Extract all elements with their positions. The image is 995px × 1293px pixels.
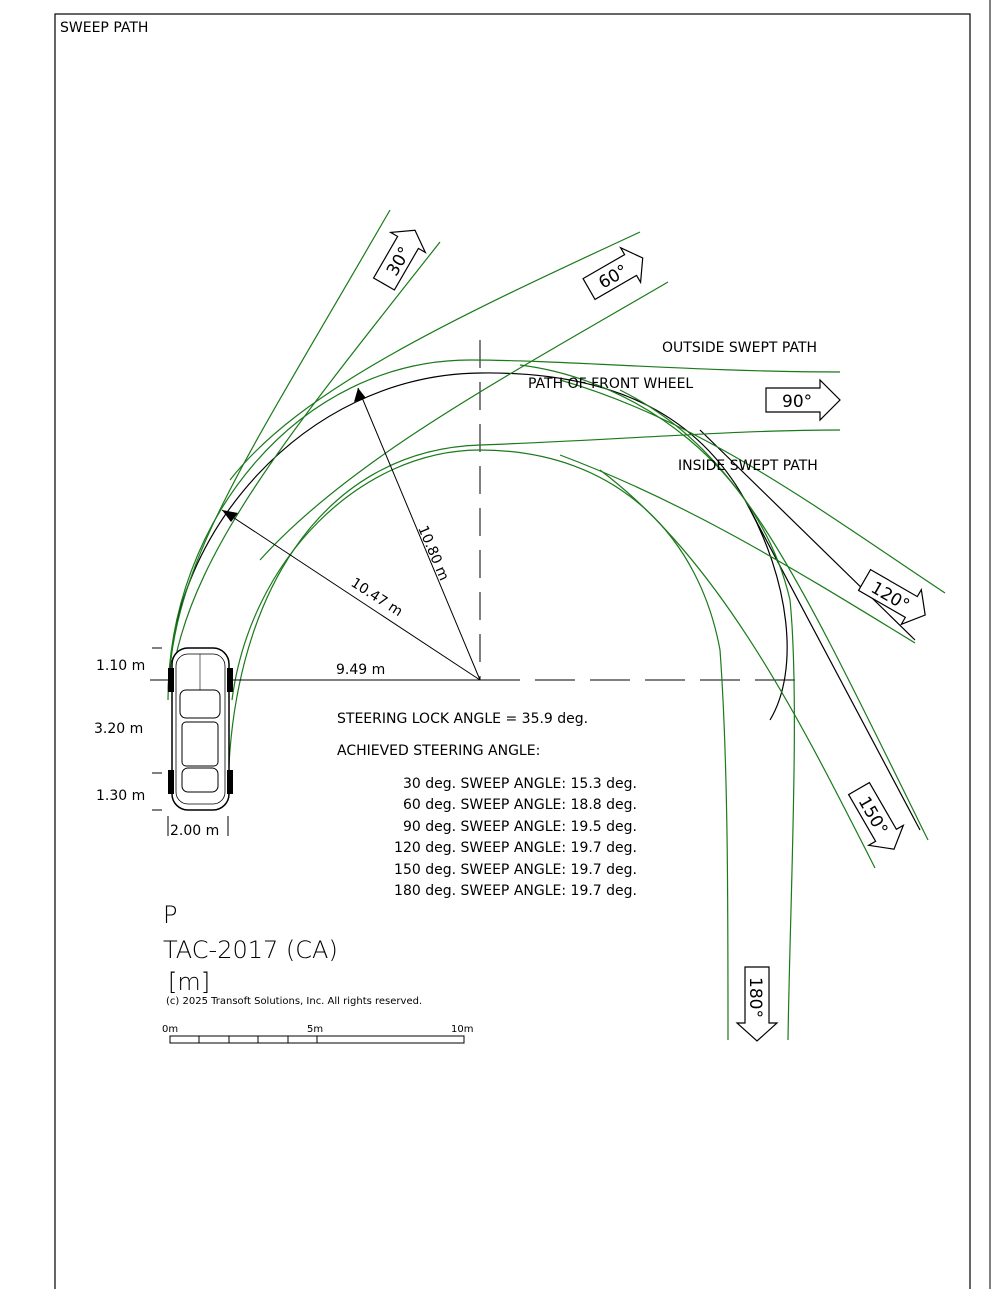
sweep-angle-row: 150 deg. SWEEP ANGLE: 19.7 deg. <box>394 862 637 878</box>
vehicle-icon <box>168 647 233 811</box>
inside-swept-path-90 <box>227 429 841 801</box>
scale-label-5: 5m <box>307 1024 323 1035</box>
svg-text:90°: 90° <box>782 392 812 412</box>
swept-path-60-inner <box>259 281 669 561</box>
angle-marker-180: 180° <box>735 966 779 1042</box>
copyright-notice: (c) 2025 Transoft Solutions, Inc. All ri… <box>166 996 422 1007</box>
wheelbase-label: 3.20 m <box>94 721 143 737</box>
angle-marker-60: 60° <box>582 246 644 301</box>
inside-swept-path-150 <box>599 469 876 869</box>
radius-arrow-front <box>222 510 238 522</box>
sweep-angle-row: 120 deg. SWEEP ANGLE: 19.7 deg. <box>394 840 637 856</box>
sweep-angle-table: 30 deg. SWEEP ANGLE: 15.3 deg. 60 deg. S… <box>394 776 637 899</box>
outside-swept-path-30-inner <box>174 241 441 661</box>
angle-marker-120: 120° <box>857 568 926 626</box>
radius-line-front <box>221 509 481 681</box>
outside-swept-path-120 <box>559 379 946 594</box>
front-wheel-path <box>169 372 788 721</box>
drawing-title: SWEEP PATH <box>60 20 148 36</box>
vehicle-width-label: 2.00 m <box>170 823 219 839</box>
steering-lock-angle: STEERING LOCK ANGLE = 35.9 deg. <box>337 711 588 727</box>
achieved-steering-heading: ACHIEVED STEERING ANGLE: <box>337 743 540 759</box>
sweep-angle-row: 60 deg. SWEEP ANGLE: 18.8 deg. <box>403 797 637 813</box>
inside-swept-path-120 <box>559 454 916 644</box>
vehicle-units: [m] <box>168 968 210 996</box>
radius-arrow-outer <box>354 388 366 402</box>
angle-marker-30: 30° <box>372 229 427 291</box>
radius-outer-label: 10.80 m <box>414 523 451 583</box>
rear-overhang-label: 1.30 m <box>96 788 145 804</box>
outside-swept-path-150 <box>619 389 929 841</box>
scale-label-0: 0m <box>162 1024 178 1035</box>
front-wheel-path-label: PATH OF FRONT WHEEL <box>528 376 693 392</box>
angle-marker-150: 150° <box>847 781 905 850</box>
scale-bar: 0m 5m 10m <box>162 1024 473 1044</box>
outside-swept-path-label: OUTSIDE SWEPT PATH <box>662 340 817 356</box>
front-wheel-exit-120 <box>699 429 916 641</box>
inside-swept-path-label: INSIDE SWEPT PATH <box>678 458 818 474</box>
outside-swept-path-30 <box>167 209 391 691</box>
outside-swept-path-180 <box>519 364 795 1041</box>
front-wheel-exit-150 <box>744 499 921 831</box>
swept-path-60-outer <box>229 231 641 481</box>
sweep-angle-row: 30 deg. SWEEP ANGLE: 15.3 deg. <box>403 776 637 792</box>
page-border <box>54 13 971 1293</box>
scale-label-10: 10m <box>451 1024 473 1035</box>
vehicle-code: P <box>163 901 177 929</box>
svg-text:180°: 180° <box>745 977 765 1018</box>
front-overhang-label: 1.10 m <box>96 658 145 674</box>
sweep-angle-row: 180 deg. SWEEP ANGLE: 19.7 deg. <box>394 883 637 899</box>
outside-swept-path-90 <box>167 359 841 701</box>
angle-marker-90: 90° <box>765 378 841 422</box>
radius-line-outer <box>357 387 481 681</box>
radius-front-label: 10.47 m <box>348 575 406 620</box>
vehicle-standard: TAC-2017 (CA) <box>163 936 338 964</box>
radius-horizontal-label: 9.49 m <box>336 662 385 678</box>
sweep-angle-row: 90 deg. SWEEP ANGLE: 19.5 deg. <box>403 819 637 835</box>
